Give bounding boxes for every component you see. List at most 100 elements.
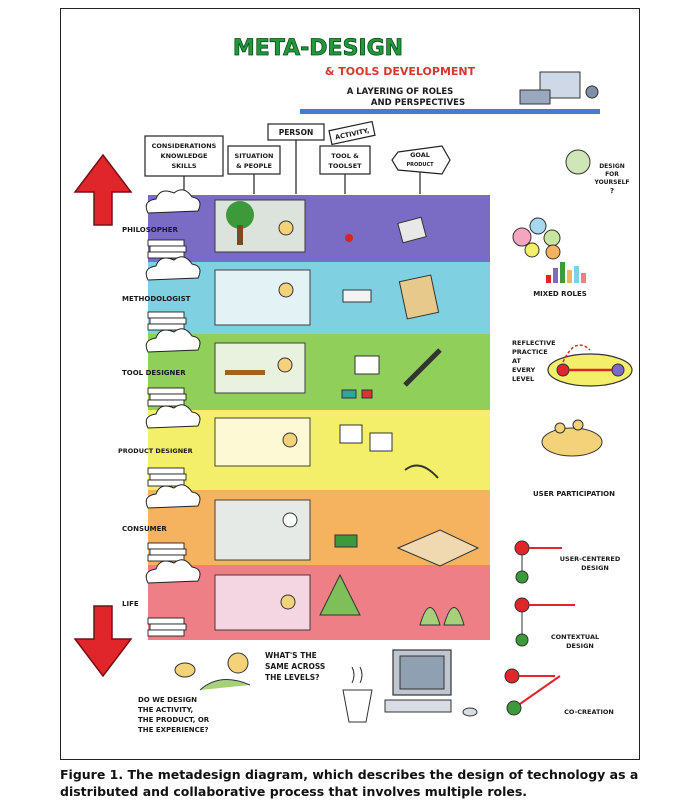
column-headers: CONSIDERATIONS KNOWLEDGE SKILLS SITUATIO… — [144, 120, 451, 194]
reflective-line-1: REFLECTIVE — [512, 339, 556, 347]
layer-label: LIFE — [122, 600, 139, 608]
header-goal-line-1: GOAL — [410, 151, 430, 159]
book-stack-icon — [149, 548, 187, 556]
header-situation-line-2: & PEOPLE — [236, 162, 272, 170]
layer-label: TOOL DESIGNER — [122, 369, 186, 377]
left-column-clouds-books — [145, 189, 201, 637]
clipboard-icon — [398, 274, 440, 320]
whisk-icon — [404, 464, 439, 479]
design-for-yourself-note: DESIGN FOR YOURSELF ? — [565, 149, 630, 195]
header-person-label: PERSON — [279, 128, 313, 137]
co-creation-note: CO-CREATION — [504, 668, 614, 716]
methodologist-scene — [214, 269, 440, 326]
header-situation: SITUATION & PEOPLE — [227, 145, 281, 194]
life-scene — [214, 573, 465, 631]
title-sub: & TOOLS DEVELOPMENT — [325, 65, 476, 78]
reflective-line-2: PRACTICE — [512, 348, 548, 356]
design-for-yourself-line-3: YOURSELF — [593, 179, 629, 186]
pot-icon — [334, 534, 358, 548]
role-bubbles-icon — [512, 217, 561, 260]
consumer-scene — [214, 499, 480, 567]
bar-chart-icon — [546, 262, 586, 283]
reflective-practice-note: REFLECTIVE PRACTICE AT EVERY LEVEL — [512, 339, 633, 387]
up-arrow-icon — [73, 153, 133, 226]
metadesign-diagram: META-DESIGN & TOOLS DEVELOPMENT A LAYERI… — [73, 36, 633, 734]
down-arrow-icon — [73, 605, 133, 678]
computer-icon — [384, 649, 478, 717]
title-main: META-DESIGN — [233, 36, 403, 61]
diagram-title: META-DESIGN & TOOLS DEVELOPMENT A LAYERI… — [233, 36, 600, 114]
figure-caption: Figure 1. The metadesign diagram, which … — [60, 767, 639, 799]
question-line-2: THE ACTIVITY, — [138, 706, 193, 714]
thought-cloud-icon — [145, 559, 201, 584]
co-creation-label: CO-CREATION — [564, 708, 614, 716]
tagline-line-1: A LAYERING OF ROLES — [347, 87, 454, 97]
question-line-4: THE EXPERIENCE? — [138, 726, 209, 734]
tagline-line-2: AND PERSPECTIVES — [371, 98, 465, 108]
title-ribbon — [300, 109, 600, 114]
header-considerations: CONSIDERATIONS KNOWLEDGE SKILLS — [144, 135, 224, 194]
book-stack-icon — [147, 311, 185, 319]
mixed-roles-note: MIXED ROLES — [533, 262, 587, 298]
same-line-1: WHAT'S THE — [265, 651, 317, 660]
product-designer-scene — [214, 417, 439, 479]
philosopher-scene — [214, 199, 427, 253]
device-icon — [397, 216, 427, 244]
layer-band — [148, 195, 490, 262]
layer-label: PRODUCT DESIGNER — [118, 447, 193, 455]
side-notes: DESIGN FOR YOURSELF ? MIXED ROLES REF — [504, 149, 633, 716]
book-stack-icon — [147, 467, 185, 475]
book-stack-icon — [149, 245, 187, 253]
design-for-yourself-line-1: DESIGN — [599, 163, 625, 170]
designer-sketch-icon — [174, 652, 251, 691]
user-centered-note: USER-CENTERED DESIGN — [514, 540, 621, 584]
book-stack-icon — [149, 393, 187, 401]
thought-cloud-icon — [145, 256, 201, 281]
coffee-cup-icon — [342, 666, 373, 723]
thought-cloud-icon — [145, 189, 201, 214]
book-stack-icon — [147, 387, 185, 395]
reflective-line-5: LEVEL — [512, 375, 534, 383]
user-participation-note: USER PARTICIPATION — [533, 419, 615, 498]
globe-icon — [565, 149, 591, 175]
header-tool-line-1: TOOL & — [331, 152, 359, 160]
reflection-arrow-icon — [562, 344, 591, 363]
tools-sketch-icon — [519, 71, 599, 105]
tool-designer-scene — [214, 342, 442, 399]
book-stack-icon — [147, 617, 185, 625]
book-stack-icon — [149, 473, 187, 481]
bottom-notes: DO WE DESIGN THE ACTIVITY, THE PRODUCT, … — [138, 649, 478, 734]
design-for-yourself-line-2: FOR — [605, 171, 619, 178]
layer-bands — [148, 195, 490, 640]
user-centered-line-1: USER-CENTERED — [560, 555, 621, 563]
contextual-line-1: CONTEXTUAL — [551, 633, 599, 641]
book-stack-icon — [149, 623, 187, 631]
user-participation-label: USER PARTICIPATION — [533, 490, 615, 498]
layer-label: CONSUMER — [122, 525, 167, 533]
header-person: PERSON — [267, 123, 325, 194]
user-centered-line-2: DESIGN — [581, 564, 609, 572]
same-line-2: SAME ACROSS — [265, 662, 325, 671]
table-icon — [396, 529, 480, 567]
design-for-yourself-line-4: ? — [610, 187, 614, 195]
thought-cloud-icon — [145, 484, 201, 509]
book-stack-icon — [147, 629, 185, 637]
reflective-line-3: AT — [512, 357, 522, 365]
book-stack-icon — [149, 317, 187, 325]
layer-label: PHILOSOPHER — [122, 226, 179, 234]
reflective-line-4: EVERY — [512, 366, 536, 374]
header-considerations-line-3: SKILLS — [171, 162, 196, 170]
layer-band — [148, 410, 490, 490]
layer-labels: PHILOSOPHER METHODOLOGIST TOOL DESIGNER PRO… — [118, 226, 193, 608]
pencil-icon — [403, 348, 442, 387]
book-stack-icon — [147, 239, 185, 247]
layer-label: METHODOLOGIST — [122, 295, 191, 303]
layer-band — [148, 334, 490, 410]
header-goal-line-2: PRODUCT — [406, 162, 434, 168]
mixed-roles-label: MIXED ROLES — [533, 290, 587, 298]
thought-cloud-icon — [145, 404, 201, 429]
question-line-3: THE PRODUCT, OR — [138, 716, 210, 724]
header-considerations-line-1: CONSIDERATIONS — [152, 142, 217, 150]
apple-icon — [345, 234, 353, 242]
layer-sketches — [214, 199, 480, 631]
